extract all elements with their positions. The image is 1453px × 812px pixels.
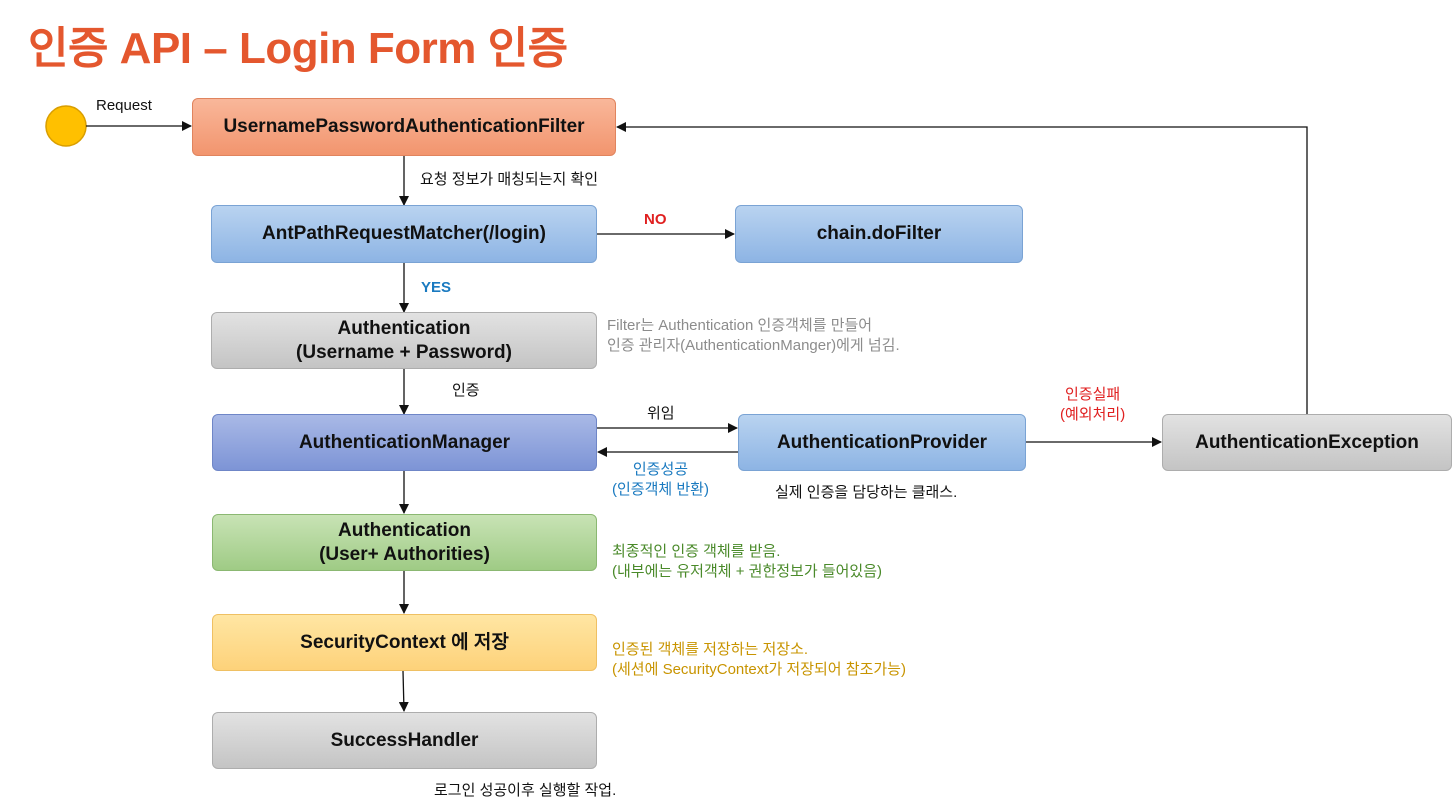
result-line2: (User+ Authorities): [319, 543, 490, 565]
auth-fail-line1: 인증실패: [1065, 386, 1121, 403]
auth-success-line1: 인증성공: [632, 461, 689, 478]
result-note-line2: (내부에는 유저객체 + 권한정보가 들어있음): [612, 563, 883, 580]
authentication-provider-node: AuthenticationProvider: [738, 414, 1026, 471]
filter-label: UsernamePasswordAuthenticationFilter: [223, 116, 585, 137]
auth-fail-line2: (예외처리): [1060, 406, 1126, 423]
context-note-line1: 인증된 객체를 저장하는 저장소.: [612, 641, 809, 658]
auth-fail-label: 인증실패 (예외처리): [1060, 385, 1125, 425]
ant-path-matcher-node: AntPathRequestMatcher(/login): [211, 205, 597, 263]
auth-success-line2: (인증객체 반환): [612, 481, 709, 498]
authentication-token-node: Authentication (Username + Password): [211, 312, 597, 369]
no-label: NO: [644, 211, 667, 228]
context-label: SecurityContext 에 저장: [300, 631, 509, 653]
request-label: Request: [96, 97, 152, 114]
delegate-label: 위임: [647, 405, 675, 422]
result-line1: Authentication: [338, 519, 471, 541]
request-start-node: [45, 105, 87, 147]
token-line1: Authentication: [337, 317, 471, 339]
context-note: 인증된 객체를 저장하는 저장소. (세션에 SecurityContext가 …: [612, 640, 906, 680]
result-note-line1: 최종적인 인증 객체를 받음.: [612, 543, 781, 560]
token-line2: (Username + Password): [296, 341, 512, 363]
authentication-result-node: Authentication (User+ Authorities): [212, 514, 597, 571]
success-label: SuccessHandler: [330, 729, 479, 751]
token-note-line1: Filter는 Authentication 인증객체를 만들어: [607, 317, 873, 334]
authentication-manager-node: AuthenticationManager: [212, 414, 597, 471]
arrow-exception-to-filter: [616, 122, 1308, 414]
page-title: 인증 API – Login Form 인증: [28, 24, 568, 73]
token-note: Filter는 Authentication 인증객체를 만들어 인증 관리자(…: [607, 316, 900, 356]
provider-note: 실제 인증을 담당하는 클래스.: [775, 484, 958, 501]
check-match-label: 요청 정보가 매칭되는지 확인: [420, 171, 599, 188]
manager-label: AuthenticationManager: [298, 431, 511, 453]
auth-success-label: 인증성공 (인증객체 반환): [612, 460, 709, 500]
provider-label: AuthenticationProvider: [776, 431, 988, 453]
result-note: 최종적인 인증 객체를 받음. (내부에는 유저객체 + 권한정보가 들어있음): [612, 542, 882, 582]
chain-dofilter-node: chain.doFilter: [735, 205, 1023, 263]
arrow-context-to-success: [398, 670, 409, 712]
auth-label: 인증: [452, 382, 480, 399]
success-note: 로그인 성공이후 실행할 작업.: [434, 782, 617, 799]
matcher-label: AntPathRequestMatcher(/login): [262, 223, 546, 244]
yes-label: YES: [421, 279, 452, 296]
username-password-filter-node: UsernamePasswordAuthenticationFilter: [192, 98, 616, 156]
authentication-exception-node: AuthenticationException: [1162, 414, 1452, 471]
exception-label: AuthenticationException: [1195, 431, 1419, 453]
dofilter-label: chain.doFilter: [816, 223, 942, 244]
token-note-line2: 인증 관리자(AuthenticationManger)에게 넘김.: [607, 337, 900, 354]
success-handler-node: SuccessHandler: [212, 712, 597, 769]
context-note-line2: (세션에 SecurityContext가 저장되어 참조가능): [612, 661, 906, 678]
security-context-node: SecurityContext 에 저장: [212, 614, 597, 671]
